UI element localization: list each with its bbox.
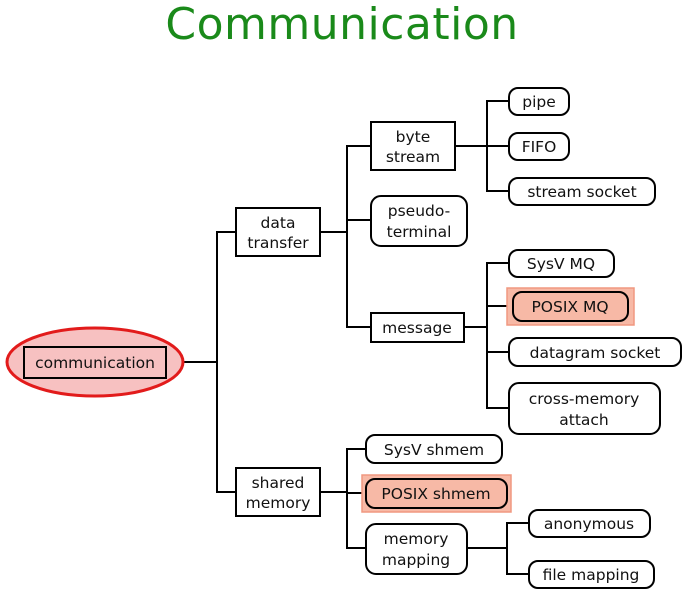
tree-connectors bbox=[184, 100, 530, 575]
node-communication: communication bbox=[5, 326, 185, 398]
node-label: SysV shmem bbox=[384, 441, 484, 459]
node-label: file mapping bbox=[543, 566, 640, 584]
node-box bbox=[23, 346, 167, 379]
node-pseudo-terminal: pseudo- terminal bbox=[370, 195, 468, 247]
node-data-transfer: data transfer bbox=[235, 207, 321, 257]
node-fifo: FIFO bbox=[508, 132, 570, 161]
node-label-line1: memory bbox=[384, 530, 449, 548]
node-datagram-socket: datagram socket bbox=[508, 337, 682, 367]
node-label-line2: attach bbox=[559, 411, 609, 429]
node-label: POSIX MQ bbox=[531, 298, 608, 316]
node-label-line2: transfer bbox=[247, 234, 309, 252]
node-label: datagram socket bbox=[530, 344, 661, 362]
node-label-line2: memory bbox=[246, 494, 311, 512]
node-label-line1: byte bbox=[396, 128, 431, 146]
node-label: message bbox=[382, 319, 452, 337]
node-label-line1: pseudo- bbox=[388, 202, 450, 220]
node-label-line1: data bbox=[261, 214, 296, 232]
node-file-mapping: file mapping bbox=[528, 560, 655, 589]
node-stream-socket: stream socket bbox=[508, 177, 656, 206]
node-label-line2: terminal bbox=[387, 223, 452, 241]
node-anonymous: anonymous bbox=[528, 509, 651, 538]
node-posix-shmem: POSIX shmem bbox=[361, 474, 512, 513]
node-label-line1: shared bbox=[252, 474, 305, 492]
node-label: pipe bbox=[522, 93, 556, 111]
node-memory-mapping: memory mapping bbox=[365, 523, 468, 575]
page-title: Communication bbox=[165, 0, 519, 50]
node-posix-mq: POSIX MQ bbox=[506, 287, 635, 326]
node-label: FIFO bbox=[522, 138, 557, 156]
node-label-line2: mapping bbox=[382, 551, 450, 569]
node-label: SysV MQ bbox=[527, 255, 595, 273]
node-label-line2: stream bbox=[386, 148, 440, 166]
node-label: communication bbox=[35, 354, 155, 372]
node-message: message bbox=[370, 312, 465, 343]
node-label: stream socket bbox=[527, 183, 636, 201]
node-pipe: pipe bbox=[508, 87, 570, 116]
node-byte-stream: byte stream bbox=[370, 121, 456, 171]
node-label-line1: cross-memory bbox=[529, 390, 640, 408]
node-label: anonymous bbox=[544, 515, 634, 533]
node-cross-memory-attach: cross-memory attach bbox=[508, 382, 661, 435]
node-sysv-mq: SysV MQ bbox=[508, 249, 615, 278]
node-label: POSIX shmem bbox=[381, 485, 490, 503]
node-sysv-shmem: SysV shmem bbox=[365, 434, 503, 464]
node-shared-memory: shared memory bbox=[235, 467, 321, 517]
